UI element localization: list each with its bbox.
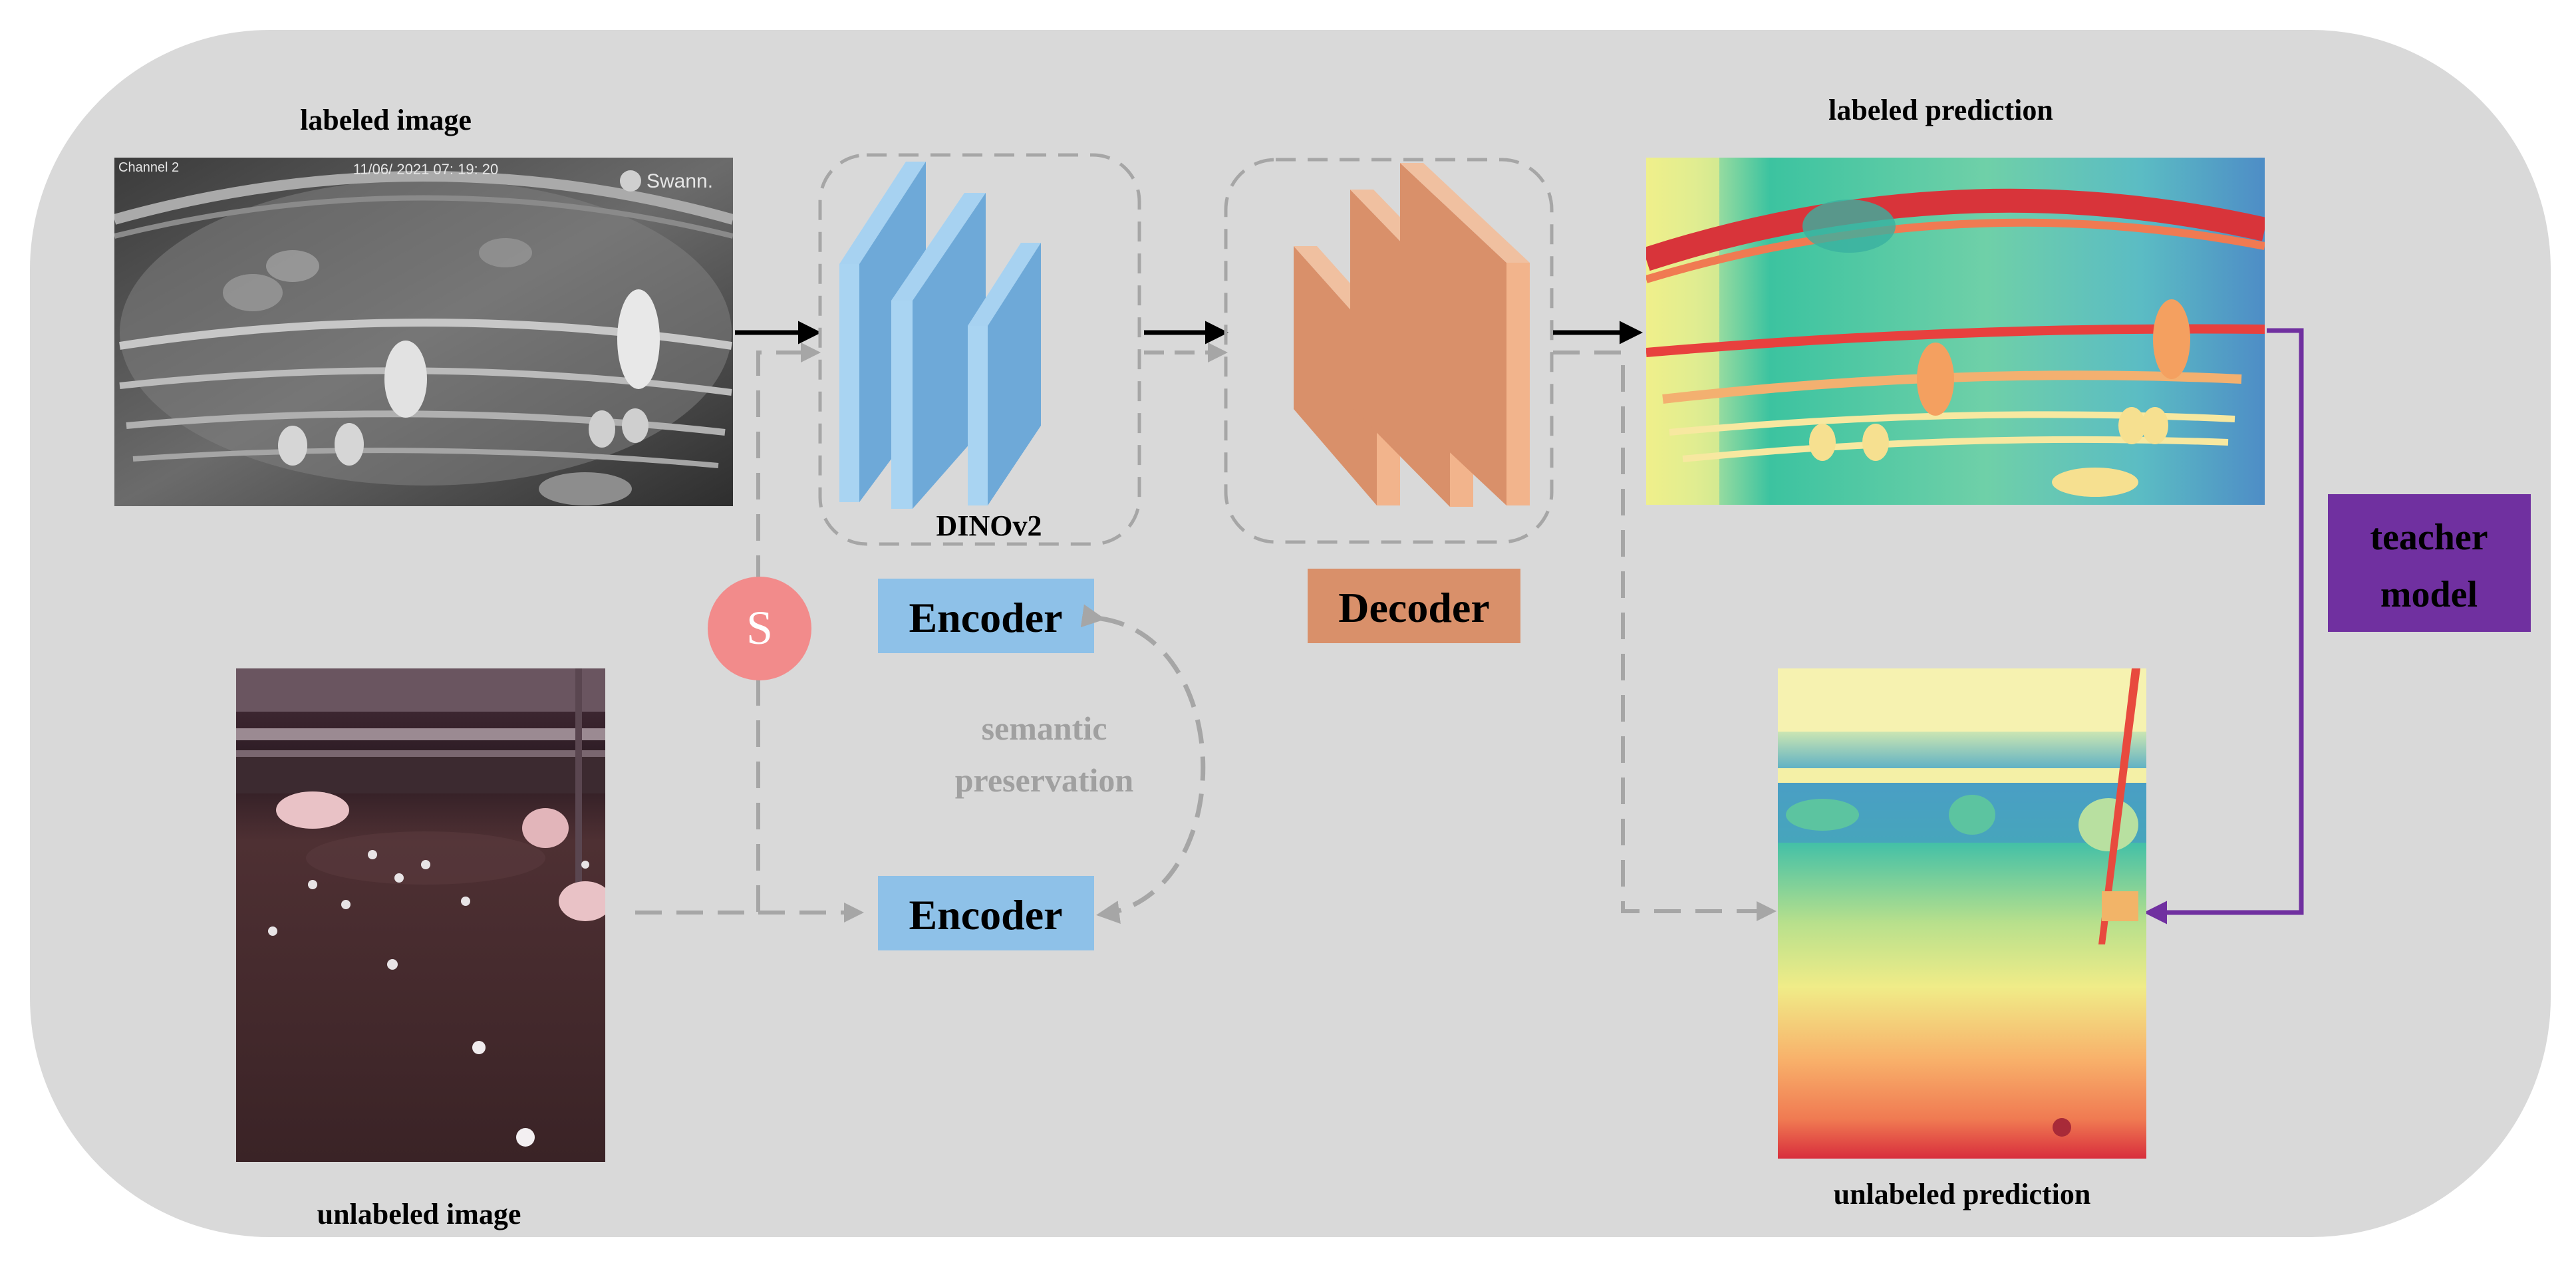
semantic-label: semantic xyxy=(982,710,1107,747)
s-marker-circle xyxy=(708,577,811,680)
labeled-prediction-image xyxy=(1646,158,2265,505)
teacher-model-arrow xyxy=(2144,328,2304,924)
encoder-bottom-box xyxy=(878,876,1094,950)
labeled-image-title: labeled image xyxy=(300,104,472,136)
decoder-dashed-box xyxy=(1224,158,1554,544)
decoder-layer-stack xyxy=(1294,163,1530,507)
preservation-label: preservation xyxy=(955,762,1134,799)
unlabeled-to-dinov2-dashed-line xyxy=(635,343,821,915)
swann-logo-icon xyxy=(620,170,641,192)
dinov2-layer-stack xyxy=(839,162,1041,509)
encoder-top-box xyxy=(878,579,1094,653)
labeled-prediction-title: labeled prediction xyxy=(1828,94,2053,126)
decoder-box xyxy=(1308,569,1520,643)
camera-brand: Swann. xyxy=(646,170,713,192)
decoder-label: Decoder xyxy=(1338,584,1489,631)
camera-timestamp: 11/06/ 2021 07: 19: 20 xyxy=(353,161,499,178)
encoder-top-label: Encoder xyxy=(909,594,1062,641)
encoder-bottom-label: Encoder xyxy=(909,891,1062,938)
semantic-preservation-arc xyxy=(1080,604,1206,924)
unlabeled-prediction-title: unlabeled prediction xyxy=(1834,1178,2091,1210)
teacher-label: teacher xyxy=(2370,517,2488,558)
unlabeled-prediction-image xyxy=(1778,668,2146,1159)
s-marker-label: S xyxy=(746,601,773,654)
teacher-model-box xyxy=(2328,494,2531,632)
dinov2-dashed-box xyxy=(818,153,1141,546)
dinov2-label: DINOv2 xyxy=(936,509,1042,542)
decoder-to-unlabeled-prediction-dashed-line xyxy=(1553,351,1777,921)
camera-channel-label: Channel 2 xyxy=(118,160,179,175)
unlabeled-image-title: unlabeled image xyxy=(317,1198,521,1230)
unlabeled-image xyxy=(236,668,605,1162)
labeled-image xyxy=(114,158,733,506)
model-label: model xyxy=(2380,574,2478,615)
